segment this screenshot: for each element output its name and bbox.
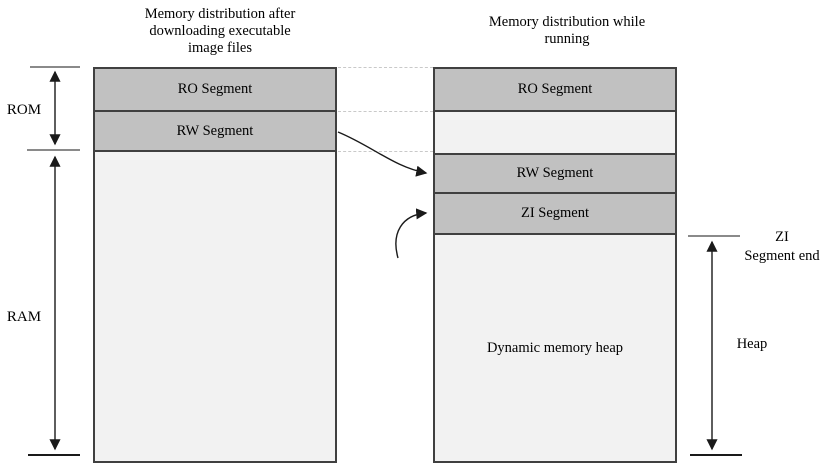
left-ro-segment: RO Segment [95, 69, 335, 112]
left-empty-ram-area [95, 152, 335, 461]
right-ro-segment: RO Segment [435, 69, 675, 112]
heap-bottom-tick [690, 454, 742, 456]
dashed-connector-top [338, 67, 433, 68]
right-gap-area [435, 112, 675, 155]
rom-top-tick [30, 66, 80, 68]
right-zi-segment: ZI Segment [435, 194, 675, 235]
rom-ram-boundary-tick [27, 149, 80, 151]
left-rw-segment: RW Segment [95, 112, 335, 152]
rom-label: ROM [6, 102, 42, 118]
right-column-title: Memory distribution while running [488, 14, 646, 47]
zi-create-arrow [395, 208, 428, 259]
dashed-connector-bottom [338, 151, 433, 152]
ram-label: RAM [6, 309, 42, 325]
heap-label: Heap [736, 336, 768, 352]
dashed-connector-middle [338, 111, 433, 112]
right-rw-segment: RW Segment [435, 155, 675, 194]
dynamic-memory-heap-area: Dynamic memory heap [435, 235, 675, 461]
right-memory-column: RO Segment RW Segment ZI Segment Dynamic… [433, 67, 677, 463]
left-memory-column: RO Segment RW Segment [93, 67, 337, 463]
rw-copy-arrow [337, 131, 428, 177]
zi-segment-end-tick [688, 235, 740, 237]
zi-segment-end-label: ZI Segment end [744, 229, 820, 264]
left-column-title: Memory distribution after downloading ex… [144, 6, 296, 56]
ram-bottom-tick [28, 454, 80, 456]
